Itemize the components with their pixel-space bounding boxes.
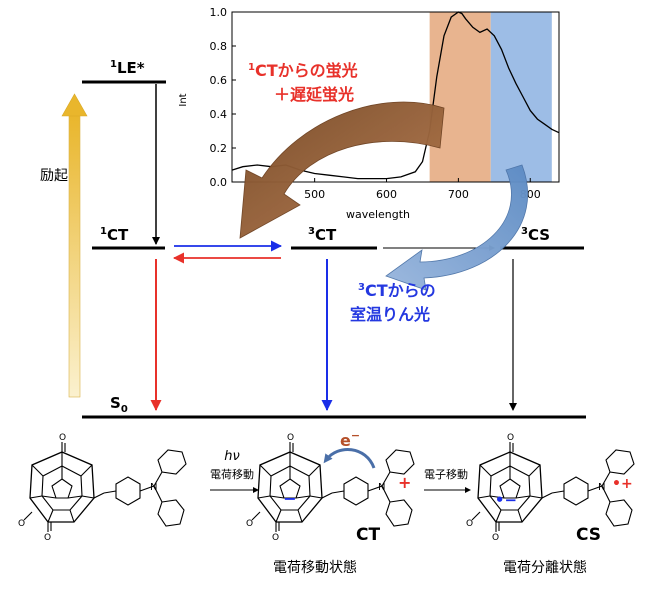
fluorescence-note-line2: ＋遅延蛍光 (274, 85, 354, 104)
hv-label: hν (224, 449, 240, 464)
svg-text:O: O (272, 533, 279, 543)
ct-plus-charge: + (398, 473, 411, 492)
level-3ct-label: 3CT (308, 226, 337, 244)
electron-transfer-arrow (323, 448, 376, 469)
svg-text:O: O (246, 519, 253, 529)
fluorescence-curved-arrow (239, 101, 445, 239)
step-photoinduced-charge-transfer: hν 電荷移動 (210, 449, 259, 493)
phosphorescence-note-line2: 室温りん光 (350, 305, 430, 324)
fluorescence-note-line1: 1CTからの蛍光 (248, 61, 358, 80)
svg-text:O: O (507, 433, 514, 443)
svg-text:N: N (378, 482, 385, 493)
x-tick-label: 600 (376, 188, 397, 201)
cs-tag: CS (576, 525, 601, 545)
svg-text:O: O (287, 433, 294, 443)
ct-minus-charge: − (283, 489, 296, 508)
y-tick-label: 1.0 (210, 6, 228, 19)
y-tick-label: 0.0 (210, 176, 228, 189)
y-tick-label: 0.6 (210, 74, 228, 87)
svg-text:O: O (466, 519, 473, 529)
svg-text:O: O (18, 519, 25, 529)
ct-state-caption: 電荷移動状態 (273, 560, 357, 576)
y-tick-label: 0.8 (210, 40, 228, 53)
cs-radical-cation: •+ (612, 476, 633, 492)
cs-state-caption: 電荷分離状態 (503, 559, 587, 576)
level-3cs-label: 3CS (521, 226, 550, 244)
molecule-cs-state: O O O N •− •+ CS (466, 433, 635, 545)
y-axis-ticks: 0.0 0.2 0.4 0.6 0.8 1.0 (210, 6, 236, 189)
y-tick-label: 0.2 (210, 142, 228, 155)
highlight-bands (429, 12, 552, 182)
excitation-label: 励起 (40, 168, 68, 184)
x-tick-label: 500 (304, 188, 325, 201)
molecule-ct-state: O O O N − + e− CT (246, 429, 415, 545)
svg-text:O: O (44, 533, 51, 543)
molecule-ground-state: O O O N (18, 433, 187, 543)
electron-transfer-step-label: 電子移動 (424, 467, 468, 481)
level-1ct-label: 1CT (100, 226, 129, 244)
excitation-arrow (61, 93, 88, 398)
svg-text:N: N (150, 482, 157, 493)
y-axis-label: Int (178, 93, 189, 106)
svg-text:O: O (59, 433, 66, 443)
cs-radical-anion: •− (495, 491, 517, 509)
x-axis-label: wavelength (346, 208, 410, 221)
svg-text:O: O (492, 533, 499, 543)
spectrum-line (231, 11, 560, 180)
level-s0-label: S0 (110, 394, 128, 415)
svg-text:N: N (598, 482, 605, 493)
level-1le-label: 1LE* (110, 59, 145, 77)
ct-tag: CT (356, 525, 380, 545)
highlight-band-1 (429, 12, 491, 182)
charge-transfer-step-label: 電荷移動 (210, 467, 254, 481)
phosphorescence-note-line1: 3CTからの (358, 281, 436, 300)
electron-label: e− (340, 429, 360, 450)
step-electron-transfer: 電子移動 (424, 467, 471, 493)
phosphorescence-curved-arrow (385, 164, 528, 291)
y-tick-label: 0.4 (210, 108, 228, 121)
highlight-band-2 (490, 12, 552, 182)
x-tick-label: 700 (448, 188, 469, 201)
